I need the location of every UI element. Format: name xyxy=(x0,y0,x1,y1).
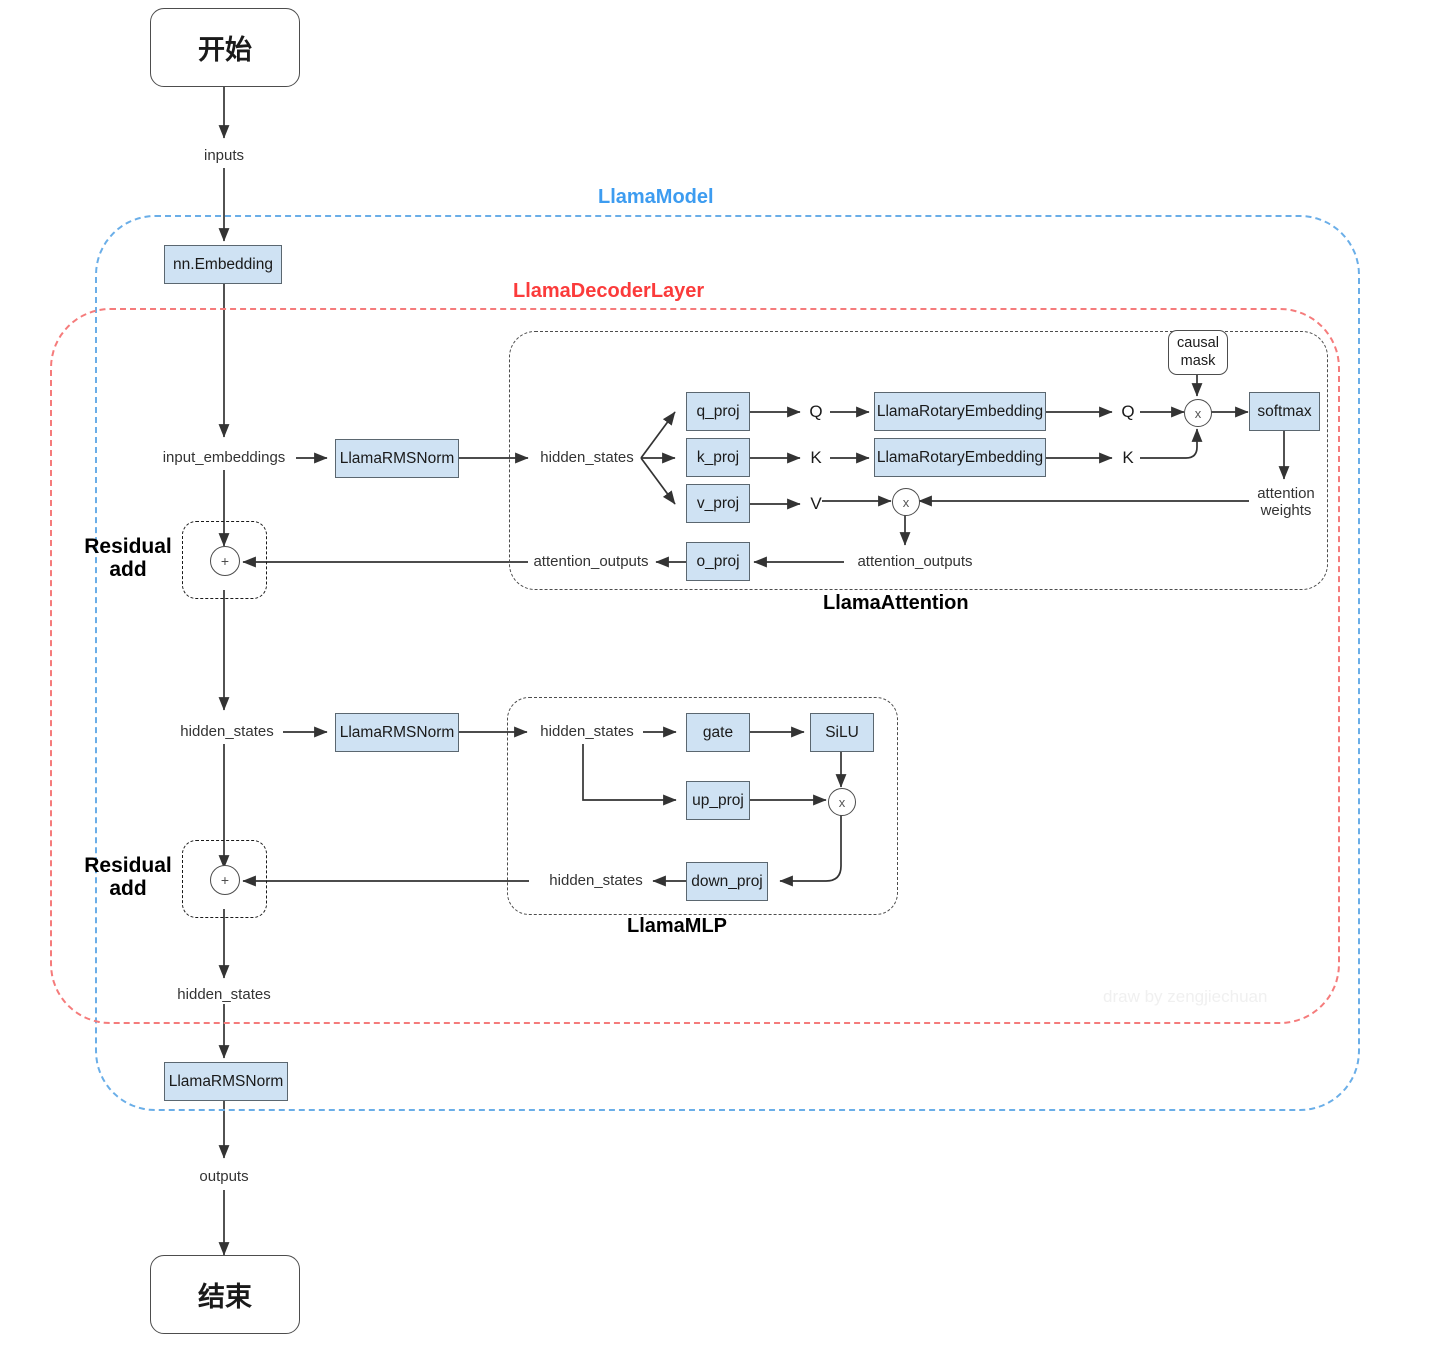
edge-label-hidden-states-out: hidden_states xyxy=(177,986,271,1004)
residual-add-box-1 xyxy=(182,521,267,599)
edge-label-v: V xyxy=(810,494,822,514)
residual-add-operator-1[interactable]: + xyxy=(210,546,240,576)
node-rmsnorm-attention[interactable]: LlamaRMSNorm xyxy=(335,439,459,478)
node-v-proj[interactable]: v_proj xyxy=(686,484,750,523)
multiply-operator-attn-v[interactable]: x xyxy=(892,488,920,516)
edge-label-hidden-states-mid: hidden_states xyxy=(180,723,274,741)
group-llamaattention-title: LlamaAttention xyxy=(823,592,969,614)
group-llamamlp xyxy=(507,697,898,915)
edge-label-k-1: K xyxy=(810,448,822,468)
group-llamamlp-title: LlamaMLP xyxy=(627,915,728,937)
multiply-operator-qk[interactable]: x xyxy=(1184,399,1212,427)
node-gate[interactable]: gate xyxy=(686,713,750,752)
residual-add-label-2-line-1: Residual xyxy=(84,854,172,877)
end-node[interactable]: 结束 xyxy=(150,1255,300,1334)
causal-mask-line-1: causal xyxy=(1177,335,1219,352)
edge-label-hidden-states-attention: hidden_states xyxy=(540,449,634,467)
node-down-proj[interactable]: down_proj xyxy=(686,862,768,901)
group-llamadecoderlayer xyxy=(50,308,1340,1024)
node-nn-embedding[interactable]: nn.Embedding xyxy=(164,245,282,284)
start-node[interactable]: 开始 xyxy=(150,8,300,87)
node-rmsnorm-mlp[interactable]: LlamaRMSNorm xyxy=(335,713,459,752)
edge-label-k-2: K xyxy=(1122,448,1134,468)
residual-add-operator-2[interactable]: + xyxy=(210,865,240,895)
edge-label-attention-outputs-left: attention_outputs xyxy=(533,553,649,571)
edge-label-attention-weights: attention weights xyxy=(1243,481,1329,523)
edge-label-input-embeddings: input_embeddings xyxy=(162,449,286,467)
multiply-operator-mlp[interactable]: x xyxy=(828,788,856,816)
residual-add-label-1-line-2: add xyxy=(109,558,147,582)
node-q-proj[interactable]: q_proj xyxy=(686,392,750,431)
group-llamamodel-title: LlamaModel xyxy=(598,186,714,208)
residual-add-label-2-line-2: add xyxy=(109,877,147,901)
node-o-proj[interactable]: o_proj xyxy=(686,542,750,581)
edge-label-hidden-states-mlp-in: hidden_states xyxy=(540,723,634,741)
edge-label-inputs: inputs xyxy=(203,147,245,165)
edge-label-q-1: Q xyxy=(809,402,823,422)
node-up-proj[interactable]: up_proj xyxy=(686,781,750,820)
attention-weights-line-1: attention xyxy=(1257,484,1315,502)
node-rmsnorm-final[interactable]: LlamaRMSNorm xyxy=(164,1062,288,1101)
group-llamamodel xyxy=(95,215,1360,1111)
residual-add-label-1-line-1: Residual xyxy=(84,535,172,558)
edge-label-attention-outputs-right: attention_outputs xyxy=(857,553,973,571)
edge-label-q-2: Q xyxy=(1121,402,1135,422)
causal-mask-line-2: mask xyxy=(1180,352,1216,369)
group-llamaattention xyxy=(509,331,1328,590)
node-rotary-embedding-q[interactable]: LlamaRotaryEmbedding xyxy=(874,392,1046,431)
residual-add-label-1: Residual add xyxy=(78,535,178,581)
edge-label-hidden-states-mlp-out: hidden_states xyxy=(549,872,643,890)
node-causal-mask[interactable]: causal mask xyxy=(1168,330,1228,375)
node-rotary-embedding-k[interactable]: LlamaRotaryEmbedding xyxy=(874,438,1046,477)
node-k-proj[interactable]: k_proj xyxy=(686,438,750,477)
watermark-text: draw by zengjiechuan xyxy=(1103,987,1268,1006)
node-softmax[interactable]: softmax xyxy=(1249,392,1320,431)
residual-add-label-2: Residual add xyxy=(78,854,178,900)
node-silu[interactable]: SiLU xyxy=(810,713,874,752)
edge-label-outputs: outputs xyxy=(199,1168,249,1186)
residual-add-box-2 xyxy=(182,840,267,918)
attention-weights-line-2: weights xyxy=(1260,502,1312,519)
group-llamadecoderlayer-title: LlamaDecoderLayer xyxy=(513,280,705,302)
